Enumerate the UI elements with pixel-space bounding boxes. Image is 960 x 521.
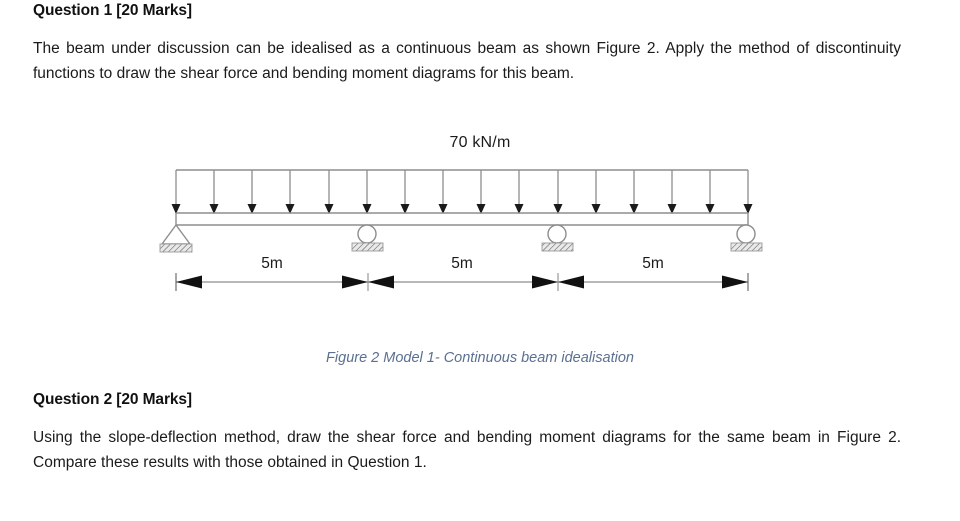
- udl-load-label: 70 kN/m: [449, 134, 511, 151]
- udl-arrow: [553, 170, 563, 214]
- dimension-line-group: [175, 273, 749, 291]
- udl-arrow: [667, 170, 677, 214]
- ground-hatch-block: [351, 242, 384, 252]
- udl-arrow: [285, 170, 295, 214]
- beam-member: [175, 212, 749, 226]
- udl-arrow: [476, 170, 486, 214]
- beam-figure: [0, 120, 960, 310]
- dimension-arrowhead: [342, 275, 368, 289]
- udl-arrow: [400, 170, 410, 214]
- udl-arrow: [438, 170, 448, 214]
- dimension-arrowhead: [532, 275, 558, 289]
- question-2-body: Using the slope-deflection method, draw …: [33, 429, 901, 471]
- udl-arrow: [209, 170, 219, 214]
- dimension-arrowhead: [176, 275, 202, 289]
- figure-caption: Figure 2 Model 1- Continuous beam ideali…: [326, 350, 634, 366]
- support-c-roller: [541, 224, 574, 252]
- roller-circle: [357, 224, 377, 244]
- roller-circle: [736, 224, 756, 244]
- question-1-heading: Question 1 [20 Marks]: [33, 2, 192, 19]
- udl-arrow: [362, 170, 372, 214]
- support-b-roller: [351, 224, 384, 252]
- udl-load-block: [171, 169, 753, 214]
- udl-arrow: [514, 170, 524, 214]
- roller-circle: [547, 224, 567, 244]
- dimension-label-span-2: 5m: [451, 255, 473, 272]
- beam-diagram-svg: [159, 169, 763, 291]
- udl-arrow: [324, 170, 334, 214]
- dimension-label-span-1: 5m: [261, 255, 283, 272]
- udl-arrow: [171, 170, 181, 214]
- ground-hatch-block: [730, 242, 763, 252]
- dimension-label-span-3: 5m: [642, 255, 664, 272]
- question-1-body: The beam under discussion can be idealis…: [33, 40, 901, 82]
- question-2-heading: Question 2 [20 Marks]: [33, 391, 192, 408]
- udl-arrow: [743, 170, 753, 214]
- support-d-roller: [730, 224, 763, 252]
- udl-arrow-group: [171, 170, 753, 214]
- ground-hatch-block: [541, 242, 574, 252]
- dimension-arrowhead: [722, 275, 748, 289]
- dimension-arrowhead: [558, 275, 584, 289]
- pinned-triangle: [160, 223, 192, 245]
- ground-hatch-block: [159, 243, 193, 253]
- udl-arrow: [705, 170, 715, 214]
- udl-arrow: [247, 170, 257, 214]
- udl-arrow: [629, 170, 639, 214]
- support-a-pinned: [159, 223, 193, 253]
- dimension-arrowhead: [368, 275, 394, 289]
- udl-arrow: [591, 170, 601, 214]
